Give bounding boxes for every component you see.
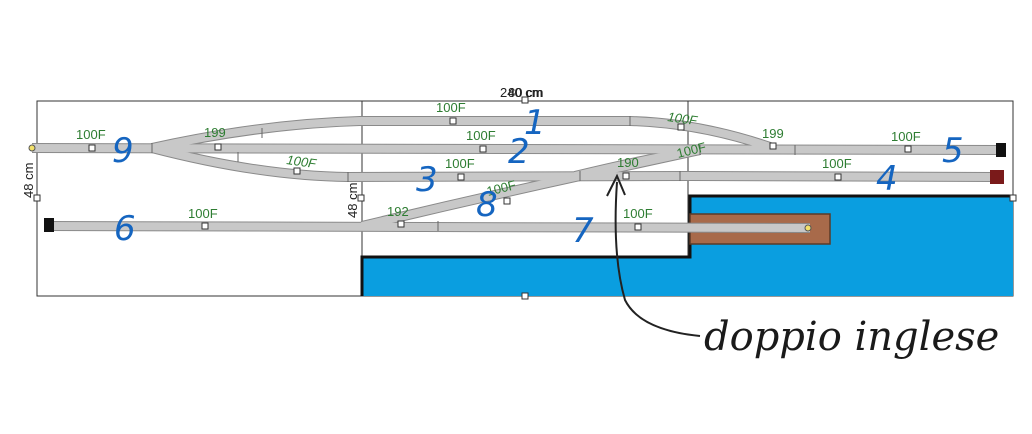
part-label: 100F [286,152,318,171]
part-label: 199 [762,126,784,141]
dimension-labels: 240 cm 80 cm 48 cm 48 cm [21,85,543,218]
end-buffers [28,143,1006,232]
part-label: 100F [485,177,517,199]
track-part-labels: 100F 199 100F 100F 100F 100F 100F 199 10… [76,100,921,221]
water-area [362,196,1013,296]
buffer-left-main [28,144,36,152]
part-label: 100F [891,129,921,144]
part-label: 192 [387,204,409,219]
track-double-slip [574,146,701,180]
track-crossover-8 [361,146,701,230]
width-dimension-label: 240 cm [500,85,543,100]
track-3-4 [150,144,996,182]
track-number-3: 3 [416,160,438,200]
buffer-stop-right-4 [990,170,1004,184]
track-number-5: 5 [942,131,964,171]
part-label: 199 [204,125,226,140]
part-label: 190 [617,155,639,170]
track-loop-1 [151,117,772,152]
double-slip-annotation: doppio inglese [606,173,999,360]
part-label: 100F [623,206,653,221]
height-dimension-label-mid: 48 cm [345,183,360,218]
annotation-arrow [614,181,701,337]
part-label: 100F [822,156,852,171]
rail-joints [151,116,796,231]
track-number-6: 6 [114,209,136,249]
node-markers [33,96,1017,300]
track-number-9: 9 [112,131,134,171]
part-label: 100F [436,100,466,115]
height-dimension-label-left: 48 cm [21,163,36,198]
track-number-8: 8 [476,185,498,225]
track-number-2: 2 [508,132,530,172]
quay-edge [360,194,1013,296]
track-main-9-2-5 [31,144,1003,154]
handwritten-track-numbers: 1 2 3 4 5 6 7 8 9 [112,103,964,251]
annotation-arrowhead [606,173,626,197]
track-number-4: 4 [876,159,898,199]
buffer-stop-left-6 [44,218,54,232]
part-label: 100F [76,127,106,142]
tracks [31,116,1003,233]
width-dimension-label-overlap: 80 cm [508,85,543,100]
part-label: 100F [667,109,699,128]
buffer-stop-right-5 [996,143,1006,157]
part-label: 100F [466,128,496,143]
part-label: 100F [445,156,475,171]
part-label: 100F [675,139,707,161]
annotation-text: doppio inglese [704,314,999,360]
harbour-water [360,194,1013,296]
part-label: 100F [188,206,218,221]
track-number-7: 7 [572,211,594,251]
track-6-7 [45,222,811,232]
track-number-1: 1 [524,103,546,143]
buffer-pier [804,224,812,232]
